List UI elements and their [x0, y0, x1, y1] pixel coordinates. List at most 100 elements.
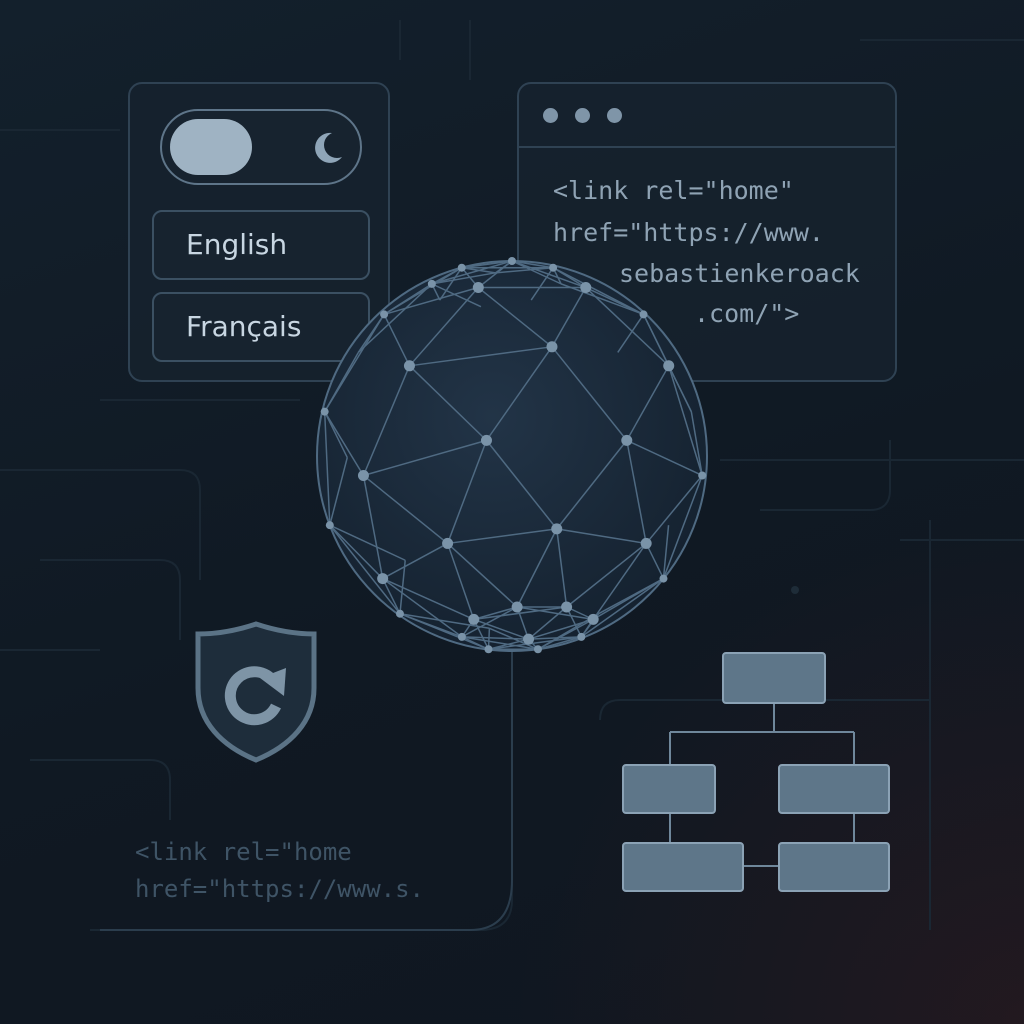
globe-mesh-line	[362, 474, 449, 545]
faded-code-line: <link rel="home	[135, 838, 352, 866]
globe-node	[549, 263, 558, 272]
globe-mesh-line	[477, 260, 513, 289]
globe-node	[457, 632, 466, 641]
globe-mesh-line	[383, 283, 433, 316]
globe-node	[403, 360, 415, 372]
globe-mesh-line	[551, 287, 587, 348]
globe-mesh-line	[528, 636, 582, 640]
globe-mesh-line	[381, 578, 401, 615]
globe-mesh-line	[431, 283, 482, 308]
globe-node	[507, 257, 516, 266]
globe-mesh-line	[552, 267, 587, 289]
toggle-knob	[170, 119, 252, 175]
sitemap-node	[622, 842, 744, 892]
globe-node	[468, 613, 480, 625]
globe-node	[639, 310, 648, 319]
globe-node	[511, 601, 523, 613]
globe-node	[357, 469, 369, 481]
theme-toggle[interactable]	[160, 109, 362, 185]
globe-node	[659, 574, 668, 583]
sitemap-connectors	[669, 704, 855, 867]
globe-node	[480, 434, 492, 446]
globe-mesh-line	[362, 365, 411, 476]
globe-mesh-line	[626, 365, 670, 441]
window-titlebar	[519, 84, 895, 148]
globe-mesh-line	[585, 286, 644, 316]
globe-mesh-line	[473, 606, 518, 621]
globe-mesh-line	[382, 577, 475, 621]
globe-mesh-line	[329, 524, 406, 561]
globe-mesh-line	[383, 286, 479, 316]
globe-node	[377, 573, 389, 585]
window-dot	[607, 108, 622, 123]
globe-node	[551, 523, 563, 535]
language-settings-panel: English Français	[128, 82, 390, 382]
globe-mesh-line	[461, 636, 489, 650]
sitemap-node	[778, 764, 890, 814]
globe-mesh-line	[662, 475, 703, 579]
globe-mesh-line	[495, 266, 554, 274]
globe-node	[621, 434, 633, 446]
window-dot	[575, 108, 590, 123]
globe-mesh-line	[323, 411, 348, 458]
globe-node	[580, 282, 592, 294]
globe-mesh-line	[662, 525, 670, 579]
globe-mesh-line	[329, 457, 348, 526]
globe-mesh-line	[565, 606, 582, 638]
globe-mesh-line	[617, 313, 645, 353]
globe-mesh-line	[461, 636, 529, 640]
globe-mesh-line	[516, 606, 530, 640]
globe-node	[577, 632, 586, 641]
globe-mesh-line	[399, 612, 490, 630]
globe-mesh-line	[511, 260, 562, 285]
globe-mesh-line	[439, 267, 463, 301]
globe-mesh-line	[517, 606, 594, 621]
faded-code-line: href="https://www.s.	[135, 875, 424, 903]
globe-mesh-line	[626, 439, 703, 477]
sitemap-root-node	[722, 652, 826, 704]
globe-mesh-line	[399, 613, 489, 650]
globe-mesh-line	[408, 287, 479, 367]
moon-icon	[315, 132, 342, 163]
globe-mesh-line	[473, 619, 490, 650]
globe-mesh-line	[528, 618, 594, 640]
code-line: href="https://www.	[553, 218, 824, 247]
globe-mesh-line	[551, 346, 628, 441]
globe-mesh-line	[511, 260, 587, 289]
globe-mesh-line	[645, 475, 703, 544]
globe-mesh-line	[357, 283, 433, 353]
globe-mesh-line	[473, 618, 529, 640]
code-line: .com/">	[694, 299, 800, 328]
sitemap-node	[622, 764, 716, 814]
globe-node	[698, 471, 707, 480]
globe-node	[663, 360, 675, 372]
language-option-english[interactable]: English	[152, 210, 370, 280]
globe-node	[457, 263, 466, 272]
globe-mesh-line	[537, 636, 582, 650]
globe-node	[427, 279, 436, 288]
globe-mesh-line	[329, 524, 384, 580]
globe-mesh-line	[461, 636, 539, 650]
globe-mesh-line	[362, 475, 384, 579]
window-dot	[543, 108, 558, 123]
globe-mesh-line	[537, 618, 594, 650]
globe-mesh-line	[668, 365, 703, 476]
globe-mesh-line	[431, 272, 496, 285]
globe-mesh-line	[668, 365, 692, 413]
globe-mesh-line	[485, 439, 558, 530]
globe-mesh-line	[446, 440, 488, 544]
globe-mesh-line	[528, 606, 568, 640]
code-line: <link rel="home"	[553, 176, 794, 205]
globe-mesh-line	[585, 286, 670, 367]
globe-mesh-line	[556, 439, 628, 530]
globe-mesh-line	[473, 606, 567, 621]
globe-mesh-line	[530, 267, 554, 301]
globe-mesh-line	[556, 528, 568, 608]
globe-node	[587, 613, 599, 625]
globe-mesh-line	[516, 528, 558, 608]
globe-mesh-line	[363, 439, 487, 477]
globe-mesh-line	[447, 542, 518, 608]
globe-mesh-line	[431, 260, 513, 285]
globe-node	[395, 609, 404, 618]
globe-mesh-line	[626, 440, 647, 544]
